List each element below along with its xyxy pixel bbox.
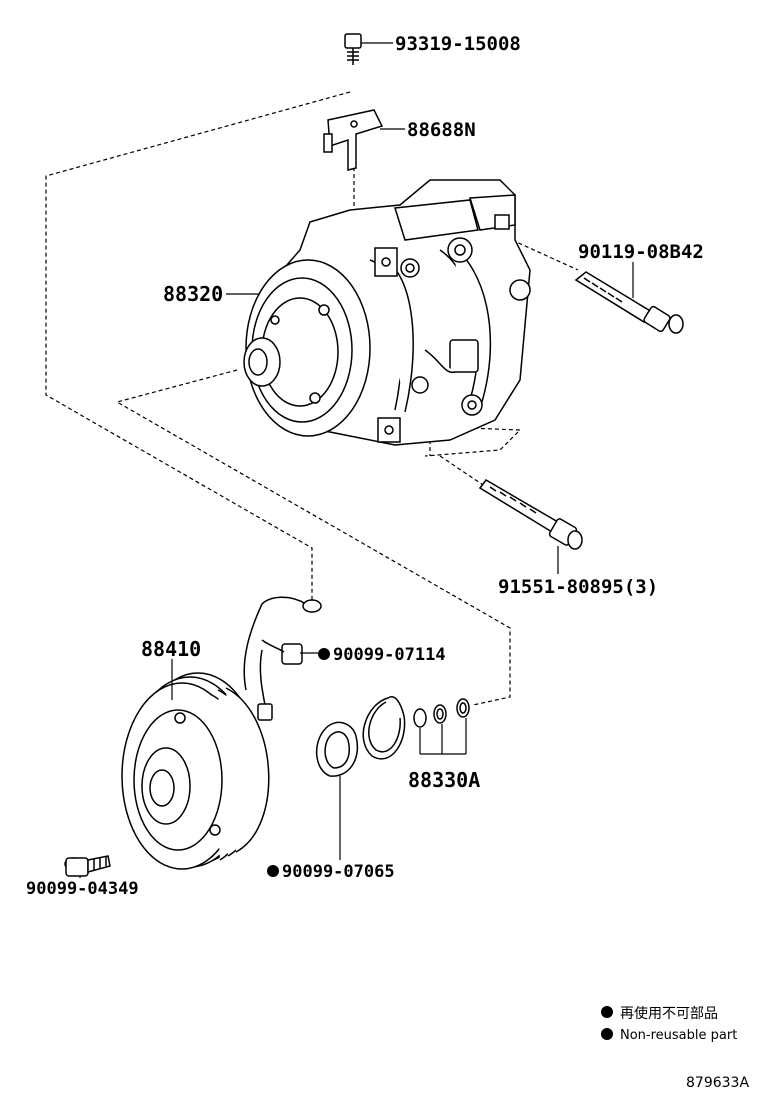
bolt-93319-icon	[344, 33, 362, 65]
part-label-90099-04349: 90099-04349	[26, 879, 139, 899]
figure-id: 879633A	[686, 1075, 749, 1091]
part-label-88320: 88320	[163, 282, 223, 306]
shim-88330-icon	[413, 698, 470, 728]
part-label-90119: 90119-08B42	[578, 241, 704, 263]
snap-ring-icon	[315, 696, 406, 777]
non-reusable-mark-07065	[267, 865, 279, 877]
part-label-93319: 93319-15008	[395, 33, 521, 55]
legend-text-en: Non-reusable part	[620, 1028, 737, 1043]
part-label-91551: 91551-80895(3)	[498, 576, 658, 598]
leader-88330	[419, 718, 467, 755]
legend-dot-icon	[601, 1028, 613, 1040]
bracket-88688-icon	[323, 109, 384, 171]
clutch-88410-icon	[121, 596, 322, 870]
part-label-88688: 88688N	[407, 119, 476, 141]
bolt-90099-04349-icon	[64, 855, 111, 877]
non-reusable-mark-07114	[318, 648, 330, 660]
legend-text-jp: 再使用不可部品	[620, 1005, 718, 1022]
part-label-90099-07114: 90099-07114	[333, 645, 446, 665]
legend-dot-icon	[601, 1006, 613, 1018]
compressor-88320-icon	[243, 179, 531, 446]
bolt-90119-icon	[574, 271, 684, 334]
legend: 再使用不可部品 Non-reusable part	[601, 1005, 737, 1043]
part-label-88330: 88330A	[408, 768, 480, 792]
bolt-91551-icon	[478, 479, 583, 550]
part-label-88410: 88410	[141, 637, 201, 661]
part-label-90099-07065: 90099-07065	[282, 862, 395, 882]
